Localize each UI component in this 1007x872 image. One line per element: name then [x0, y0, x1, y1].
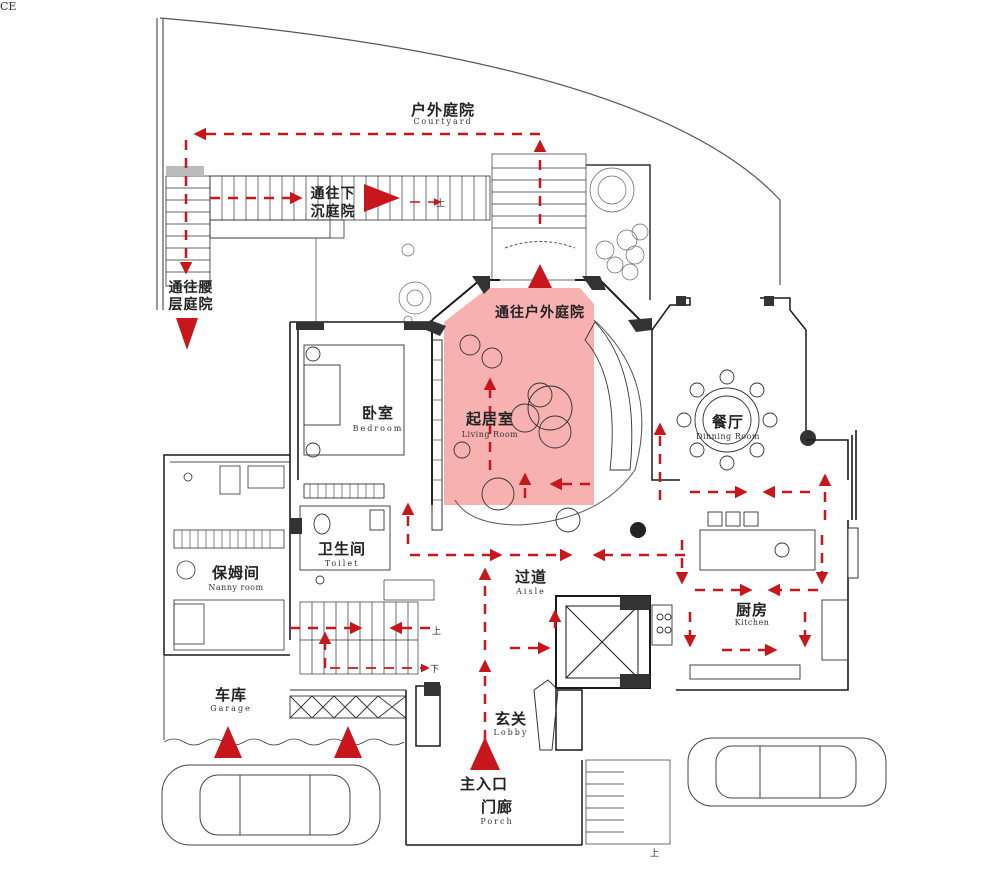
- lobby-label: 玄关: [494, 710, 528, 728]
- to-sunken-courtyard-label-2: 沉庭院: [310, 204, 356, 220]
- main-entrance-label: 主入口: [459, 775, 509, 793]
- kitchen-label: 厨房: [735, 601, 769, 619]
- to-waist-courtyard-label: 通往腰: [168, 280, 214, 296]
- stair-up-mark-porch: 上: [650, 849, 660, 859]
- kitchen-fixtures: [651, 511, 849, 680]
- stair-down-mark: 下: [430, 665, 440, 675]
- plant-group: [398, 167, 649, 325]
- corner-label: CE: [0, 0, 17, 13]
- kitchen-label-en: Kitchen: [734, 618, 770, 627]
- garage-label-en: Garage: [210, 704, 252, 713]
- stair-upper-left: [165, 166, 331, 287]
- stair-up-mark: 上: [432, 627, 442, 637]
- living-room-label-en: Living Room: [461, 430, 519, 439]
- bedroom-walls: [289, 321, 430, 640]
- dining-table: [676, 369, 778, 471]
- toilet-label: 卫生间: [317, 540, 367, 558]
- nanny-room: [163, 454, 290, 656]
- dining-room-label: 餐厅: [711, 413, 745, 431]
- courtyard-label: 户外庭院: [410, 101, 476, 119]
- aisle-label: 过道: [514, 568, 548, 586]
- entry-triangles: [176, 184, 552, 770]
- porch-label: 门廊: [480, 798, 514, 816]
- circulation-arrows: [179, 127, 832, 740]
- nanny-room-label-en: Nanny room: [208, 583, 264, 592]
- courtyard-boundary: [156, 17, 781, 310]
- to-outdoor-courtyard-label: 通往户外庭院: [495, 305, 585, 321]
- bedroom-label: 卧室: [361, 404, 395, 422]
- toilet-label-en: Toilet: [324, 559, 360, 568]
- to-waist-courtyard-label-2: 层庭院: [168, 297, 214, 313]
- elevator: [555, 595, 651, 689]
- bed: [303, 344, 405, 499]
- porch-stair: [585, 759, 671, 845]
- living-room-label: 起居室: [465, 410, 515, 428]
- lobby-label-en: Lobby: [493, 728, 529, 737]
- stair-lower: [299, 579, 435, 675]
- car-left: [161, 764, 381, 846]
- aisle-label-en: Aisle: [516, 587, 546, 596]
- garage-label: 车库: [214, 686, 248, 704]
- bedroom-label-en: Bedroom: [352, 424, 404, 433]
- living-furniture: [453, 321, 633, 533]
- to-sunken-courtyard-label: 通往下: [310, 186, 356, 202]
- dining-room-label-en: Dinning Room: [696, 432, 760, 441]
- stair-up-mark-top: 上: [436, 199, 446, 209]
- stair-lines: [166, 176, 487, 273]
- toilet-room: [299, 505, 391, 585]
- car-right: [687, 737, 887, 807]
- porch-label-en: Porch: [480, 817, 514, 826]
- courtyard-label-en: Courtyard: [413, 117, 473, 126]
- nanny-room-label: 保姆间: [211, 564, 261, 582]
- dining-room: [651, 297, 807, 481]
- living-room-highlight: [444, 288, 594, 505]
